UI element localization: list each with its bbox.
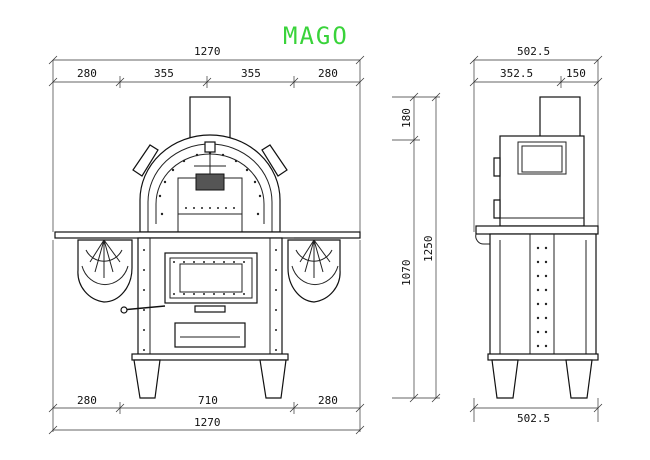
front-bottom-total-label: 1270 (194, 416, 221, 429)
overall-height-label: 1250 (422, 236, 435, 263)
drawing-title: MAGO (283, 22, 349, 50)
height-dimensions: 180 1070 1250 (392, 92, 441, 403)
front-top-total-label: 1270 (194, 45, 221, 58)
side-view-stove (475, 96, 599, 399)
front-top-seg-3: 355 (241, 67, 261, 80)
side-top-seg-1: 352.5 (500, 67, 533, 80)
front-view-stove (54, 96, 361, 399)
side-bottom-total-label: 502.5 (517, 412, 550, 425)
body-height-label: 1070 (400, 260, 413, 287)
front-bottom-seg-3: 280 (318, 394, 338, 407)
front-top-dimensions: 1270 280 355 355 280 (48, 45, 365, 232)
front-bottom-dimensions: 280 710 280 1270 (48, 240, 365, 435)
front-top-seg-1: 280 (77, 67, 97, 80)
front-top-seg-4: 280 (318, 67, 338, 80)
side-top-seg-2: 150 (566, 67, 586, 80)
side-top-dimensions: 502.5 352.5 150 (469, 45, 603, 232)
side-bottom-dimensions: 502.5 (469, 398, 603, 425)
front-top-seg-2: 355 (154, 67, 174, 80)
front-bottom-seg-2: 710 (198, 394, 218, 407)
chimney-height-label: 180 (400, 108, 413, 128)
front-bottom-seg-1: 280 (77, 394, 97, 407)
side-top-total-label: 502.5 (517, 45, 550, 58)
